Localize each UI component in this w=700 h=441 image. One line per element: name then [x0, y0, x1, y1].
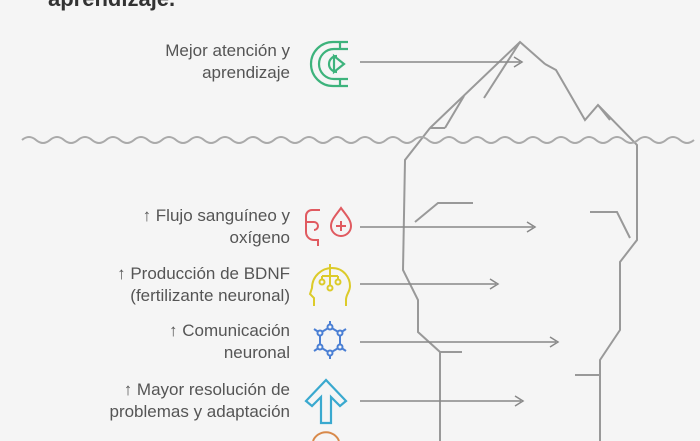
up-arrow-icon [304, 378, 348, 425]
learning-icon [309, 40, 348, 88]
neural-network-icon [313, 321, 347, 359]
iceberg-outline [401, 40, 638, 441]
brain-icon [308, 264, 352, 306]
blood-oxygen-icon [305, 206, 353, 246]
diagram-title: aprendizaje. [48, 0, 175, 12]
waterline-waves [21, 136, 695, 144]
label-bdnf: ↑ Producción de BDNF(fertilizante neuron… [117, 264, 290, 305]
partial-icon [312, 431, 340, 441]
